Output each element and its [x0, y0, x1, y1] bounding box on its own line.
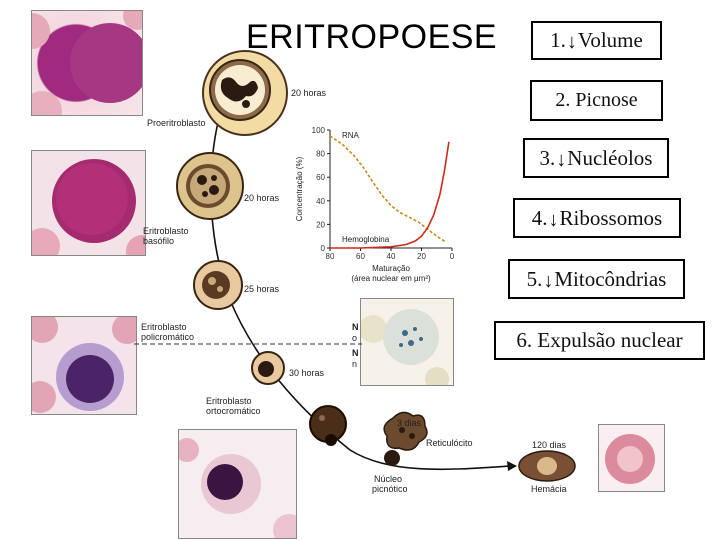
- micrograph-image: [361, 309, 449, 385]
- step-label: Volume: [577, 28, 643, 52]
- step-box-mitocondrias: 5. ↓ Mitocôndrias: [508, 259, 685, 299]
- chart-axes: [329, 130, 452, 249]
- micrograph-reticulocyte: [360, 298, 454, 386]
- page-title: ERITROPOESE: [246, 18, 498, 56]
- side-label: o: [352, 333, 358, 343]
- micrograph-basophilic: [31, 150, 146, 256]
- step-box-ribossomos: 4. ↓ Ribossomos: [513, 198, 681, 238]
- step-box-nucleolos: 3. ↓ Nucléolos: [523, 138, 669, 178]
- micrograph-erythrocyte: [598, 424, 665, 492]
- chart-labels: RNA Hemoglobina Concentração (%) Maturação(…: [295, 131, 431, 283]
- y-axis-label: Concentração (%): [295, 156, 304, 221]
- step-box-expulsao: 6. Expulsão nuclear: [494, 321, 705, 360]
- step-number: 3.: [539, 145, 556, 170]
- side-label: N: [352, 322, 359, 332]
- step-label: Ribossomos: [559, 205, 663, 230]
- x-tick-label: 60: [356, 252, 365, 261]
- y-tick-label: 60: [316, 173, 325, 182]
- cell-orthochromatic: [251, 351, 285, 385]
- series-label-rna: RNA: [342, 131, 360, 140]
- label-polychromatic-2: policromático: [141, 332, 195, 342]
- step-number: 1.: [550, 28, 566, 52]
- y-tick-label: 100: [312, 126, 326, 135]
- cell-reticulocyte: [383, 411, 428, 451]
- label-basophilic-2: basófilo: [143, 236, 175, 246]
- label-erythrocyte: Hemácia: [531, 484, 567, 494]
- down-arrow-icon: ↓: [543, 269, 554, 292]
- cell-basophilic: [176, 152, 244, 220]
- label-basophilic-1: Eritroblasto: [143, 226, 189, 236]
- label-orthochromatic-1: Eritroblasto: [206, 396, 252, 406]
- down-arrow-icon: ↓: [548, 208, 559, 231]
- cell-polychromatic: [193, 260, 243, 310]
- label-proerythroblast: Proeritroblasto: [147, 118, 206, 128]
- y-tick-label: 20: [316, 220, 325, 229]
- time-label: 120 dias: [532, 440, 567, 450]
- down-arrow-icon: ↓: [556, 148, 567, 171]
- micrograph-image: [179, 438, 296, 538]
- y-tick-label: 80: [316, 150, 325, 159]
- label-polychromatic-1: Eritroblasto: [141, 322, 187, 332]
- micrograph-image: [32, 159, 145, 255]
- label-orthochromatic-2: ortocromático: [206, 406, 261, 416]
- time-label: 20 horas: [244, 193, 280, 203]
- step-number: 5.: [526, 266, 543, 291]
- chart-series: [329, 135, 450, 249]
- time-label: 20 horas: [291, 88, 327, 98]
- step-label: Nucléolos: [567, 145, 653, 170]
- cell-proerythroblast: [202, 50, 288, 136]
- micrograph-proerythroblast: [31, 10, 143, 116]
- series-label-hemoglobina: Hemoglobina: [342, 235, 390, 244]
- series-line-hemoglobina: [330, 141, 450, 249]
- time-label: 30 horas: [289, 368, 325, 378]
- y-tick-label: 0: [321, 244, 326, 253]
- step-box-picnose: 2. Picnose: [530, 80, 663, 121]
- step-label: Mitocôndrias: [554, 266, 667, 291]
- micrograph-image: [32, 11, 142, 115]
- x-axis-label-line1: Maturação: [372, 264, 410, 273]
- arrow-head-icon: [507, 461, 517, 471]
- y-tick-label: 40: [316, 197, 325, 206]
- micrograph-orthochromatic: [178, 429, 297, 539]
- side-label: n: [352, 359, 358, 369]
- step-number: 2.: [555, 89, 571, 111]
- time-label: 3 dias: [397, 418, 422, 428]
- step-box-volume: 1. ↓ Volume: [531, 21, 662, 60]
- cell-nucleus-extrusion: [309, 405, 347, 446]
- x-axis-label-line2: (área nuclear em µm²): [351, 274, 431, 283]
- label-nucleus-2: picnótico: [372, 484, 408, 494]
- cell-erythrocyte: [518, 450, 576, 482]
- x-tick-label: 0: [450, 252, 455, 261]
- label-nucleus-1: Núcleo: [374, 474, 403, 484]
- step-number: 6.: [516, 328, 533, 352]
- micrograph-image: [605, 434, 655, 484]
- label-reticulocyte: Reticulócito: [426, 438, 473, 448]
- step-number: 4.: [531, 205, 548, 230]
- x-tick-label: 80: [326, 252, 335, 261]
- step-label: Expulsão nuclear: [537, 328, 683, 352]
- x-tick-label: 40: [387, 252, 396, 261]
- down-arrow-icon: ↓: [566, 31, 577, 53]
- micrograph-polychromatic: [31, 316, 137, 415]
- cell-pyknotic-nucleus: [384, 450, 400, 466]
- side-label: N: [352, 348, 359, 358]
- step-label: Picnose: [575, 89, 638, 111]
- micrograph-image: [32, 317, 136, 413]
- x-tick-label: 20: [417, 252, 426, 261]
- time-label: 25 horas: [244, 284, 280, 294]
